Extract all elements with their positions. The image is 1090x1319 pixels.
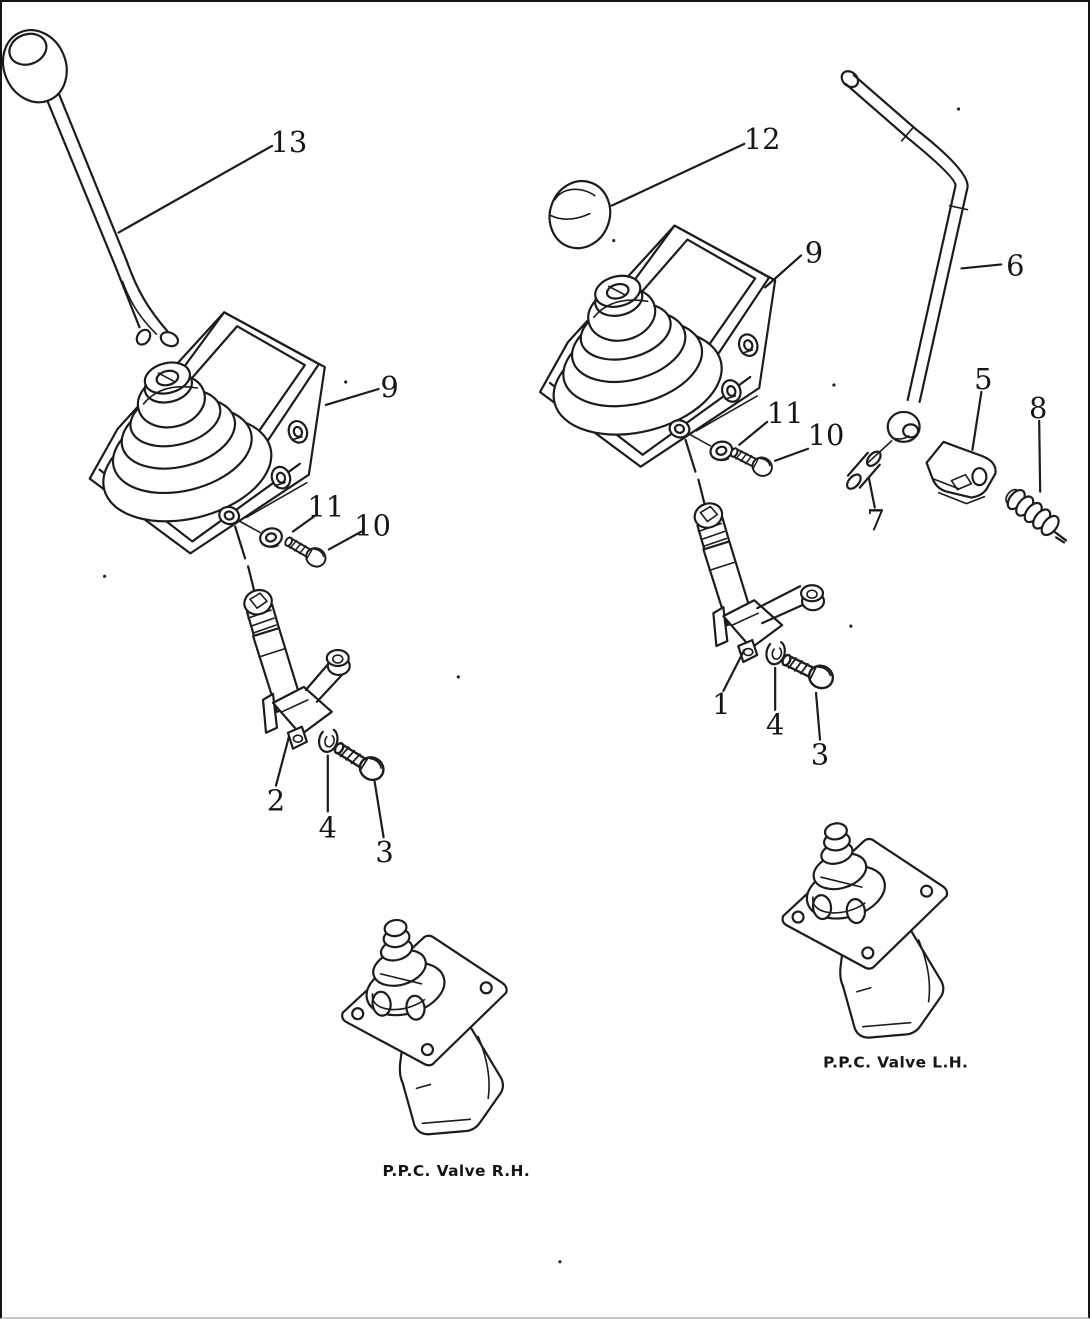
ppc-valve-lh xyxy=(781,820,949,1039)
pin-7 xyxy=(845,440,893,490)
callout-10-left: 10 xyxy=(354,508,391,542)
bolt-3-left xyxy=(329,735,389,786)
callout-3-left: 3 xyxy=(375,835,393,869)
bolt-3-right xyxy=(777,647,838,694)
callout-11-right: 11 xyxy=(767,396,804,430)
callout-11-left: 11 xyxy=(307,490,344,524)
shaft-1 xyxy=(690,498,784,664)
spring-8 xyxy=(1005,488,1068,544)
callout-5: 5 xyxy=(974,362,992,396)
lever-13 xyxy=(2,29,180,348)
fork-tip xyxy=(159,331,180,348)
lever-6 xyxy=(840,70,969,443)
console-box-right-9 xyxy=(538,224,777,468)
callout-4-right: 4 xyxy=(766,708,784,742)
callout-4-left: 4 xyxy=(319,810,337,844)
shaft-2 xyxy=(239,585,333,750)
callout-2: 2 xyxy=(267,783,285,817)
fork-tip xyxy=(135,328,152,346)
shaft-1-assembly xyxy=(690,498,826,664)
bracket-5 xyxy=(925,440,997,505)
callout-12: 12 xyxy=(744,122,781,156)
callout-10-right: 10 xyxy=(808,418,845,452)
bolt-10-left xyxy=(280,531,330,572)
console-box-left-9 xyxy=(88,311,326,555)
caption-ppc-valve-rh: P.P.C. Valve R.H. xyxy=(383,1162,531,1180)
callout-1: 1 xyxy=(712,687,730,721)
callout-8: 8 xyxy=(1029,391,1047,425)
leaders-left-console xyxy=(117,144,380,592)
callout-7: 7 xyxy=(867,503,885,537)
knob-12 xyxy=(548,180,612,250)
leaders-right-console xyxy=(610,142,1042,509)
knob-13 xyxy=(2,29,68,104)
washer-11-left xyxy=(257,524,286,551)
ppc-valve-rh xyxy=(341,917,508,1136)
leaders-left-linkage xyxy=(274,735,385,839)
callout-6: 6 xyxy=(1006,248,1024,282)
caption-ppc-valve-lh: P.P.C. Valve L.H. xyxy=(823,1053,968,1071)
shaft-2-assembly xyxy=(239,585,351,750)
bolt-10-right xyxy=(726,442,777,481)
leaders-right-linkage xyxy=(722,648,822,741)
washer-11-right xyxy=(707,438,736,464)
callout-labels: 13 12 9 9 6 5 8 7 11 10 11 10 2 4 3 1 4 … xyxy=(267,122,1048,869)
scan-specks xyxy=(103,107,961,1264)
callout-9-left: 9 xyxy=(380,370,398,404)
callout-3-right: 3 xyxy=(811,738,829,772)
callout-9-right: 9 xyxy=(805,235,823,269)
callout-13: 13 xyxy=(271,125,308,159)
